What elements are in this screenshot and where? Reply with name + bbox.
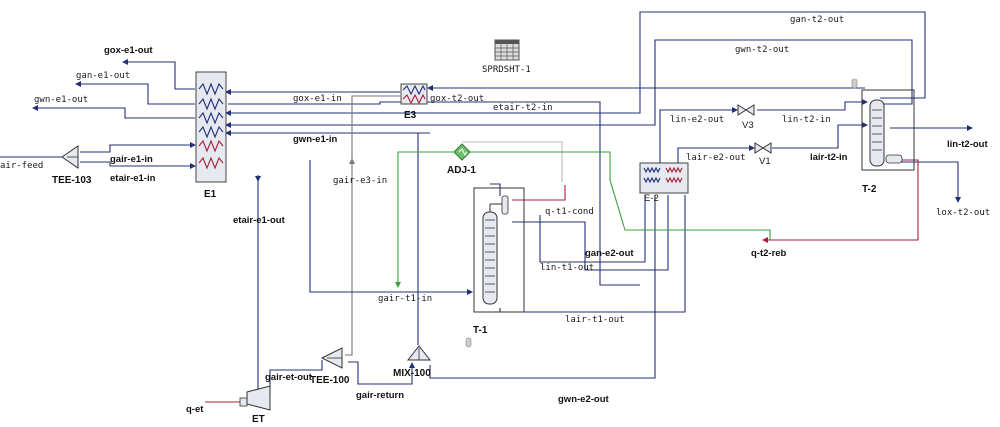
- label-gair-e1-in: gair-e1-in: [110, 154, 153, 165]
- stream-gwn-e1-in[interactable]: [225, 130, 430, 136]
- stream-gair-e1-in[interactable]: [80, 142, 196, 153]
- stream-q-t1-cond[interactable]: [512, 185, 566, 201]
- label-lair-t1-out: lair-t1-out: [565, 315, 625, 325]
- label-gair-return: gair-return: [356, 390, 404, 401]
- stream-etair-t2-in[interactable]: [228, 101, 640, 286]
- label-lin-t1-out: lin-t1-out: [540, 263, 594, 273]
- tee-100[interactable]: [320, 347, 343, 369]
- stream-gwn-e1-out[interactable]: [32, 105, 195, 119]
- label-lox-t2-out: lox-t2-out: [936, 208, 990, 218]
- label-lair-e2-out: lair-e2-out: [686, 153, 746, 163]
- label-etair-e1-in: etair-e1-in: [110, 173, 156, 184]
- label-q-et: q-et: [186, 404, 204, 415]
- label-t1: T-1: [473, 325, 488, 336]
- label-gair-et-out: gair-et-out: [265, 372, 313, 383]
- label-tee-103: TEE-103: [52, 175, 92, 186]
- label-lin-e2-out: lin-e2-out: [670, 115, 724, 125]
- exchanger-e2[interactable]: [639, 162, 689, 194]
- stream-lin-t1-out[interactable]: [512, 195, 669, 271]
- stream-lin-e2-out[interactable]: [659, 107, 738, 163]
- tee-103[interactable]: [61, 145, 79, 169]
- label-q-t2-reb: q-t2-reb: [751, 248, 787, 259]
- stream-lin-t2-out[interactable]: [890, 125, 973, 131]
- stream-lin-t2-in[interactable]: [757, 99, 868, 111]
- mixer-100[interactable]: [406, 345, 432, 361]
- column-t2[interactable]: [861, 89, 915, 171]
- expander-et[interactable]: [239, 385, 271, 411]
- stream-gwn-e2-out[interactable]: [429, 195, 656, 379]
- label-gair-t1-in: gair-t1-in: [378, 294, 432, 304]
- stream-gox-e1-in[interactable]: [225, 89, 400, 95]
- label-gan-t2-out: gan-t2-out: [790, 15, 844, 25]
- valve-v1[interactable]: [754, 142, 772, 154]
- stream-etair-e1-in[interactable]: [80, 161, 196, 169]
- label-lin-t2-in: lin-t2-in: [782, 115, 831, 125]
- label-gan-e1-out: gan-e1-out: [76, 71, 130, 81]
- marker-icon: [465, 78, 858, 348]
- stream-lair-t2-in[interactable]: [772, 122, 868, 149]
- label-q-t1-cond: q-t1-cond: [545, 207, 594, 217]
- label-gwn-e2-out: gwn-e2-out: [558, 394, 609, 405]
- stream-gwn-t2-out[interactable]: [225, 39, 913, 128]
- stream-gan-t2-out[interactable]: [225, 11, 926, 116]
- stream-etair-e1-out[interactable]: [247, 175, 261, 396]
- label-etair-e1-out: etair-e1-out: [233, 215, 286, 226]
- stream-gox-e1-out[interactable]: [122, 59, 195, 90]
- label-air-feed: air-feed: [0, 161, 43, 171]
- label-t2: T-2: [862, 184, 877, 195]
- stream-lox-t2-out[interactable]: [888, 161, 961, 203]
- column-t1[interactable]: [473, 187, 525, 313]
- stream-gan-e1-out[interactable]: [75, 81, 195, 105]
- e1-blue-coils: [198, 82, 224, 170]
- label-tee-100: TEE-100: [310, 375, 350, 386]
- label-gair-e3-in: gair-e3-in: [333, 176, 387, 186]
- label-gox-e1-out: gox-e1-out: [104, 45, 153, 56]
- exchanger-e3[interactable]: [400, 83, 428, 105]
- stream-gair-return[interactable]: [348, 361, 415, 385]
- label-adj-1: ADJ-1: [447, 165, 476, 176]
- stream-lair-e2-out[interactable]: [677, 145, 755, 163]
- stream-gair-e3-in[interactable]: [345, 95, 400, 356]
- label-lair-t2-in: lair-t2-in: [810, 152, 848, 163]
- label-gox-t2-out: gox-t2-out: [430, 94, 484, 104]
- label-v1: V1: [759, 156, 771, 167]
- label-v3: V3: [742, 120, 754, 131]
- stream-gan-e2-out[interactable]: [490, 183, 646, 263]
- label-mix-100: MIX-100: [393, 368, 431, 379]
- label-gwn-t2-out: gwn-t2-out: [735, 45, 789, 55]
- label-e3: E3: [404, 110, 417, 121]
- label-etair-t2-in: etair-t2-in: [493, 103, 553, 113]
- label-gwn-e1-in: gwn-e1-in: [293, 134, 338, 145]
- label-e2: E-2: [644, 193, 659, 204]
- valve-v3[interactable]: [737, 104, 755, 116]
- stream-q-t2-reb[interactable]: [762, 159, 919, 243]
- label-lin-t2-out: lin-t2-out: [947, 139, 988, 150]
- stream-gair-t1-in[interactable]: [309, 133, 473, 345]
- label-sprdsht-1: SPRDSHT-1: [482, 65, 531, 75]
- label-gox-e1-in: gox-e1-in: [293, 94, 342, 104]
- label-gan-e2-out: gan-e2-out: [585, 248, 634, 259]
- label-e1: E1: [204, 189, 217, 200]
- stream-lair-t1-out[interactable]: [499, 195, 686, 313]
- stream-gair-et-out[interactable]: [269, 360, 323, 395]
- spreadsheet-icon[interactable]: [494, 39, 520, 61]
- stream-gox-t2-out[interactable]: [427, 85, 865, 91]
- adj-signal-line: [395, 141, 771, 288]
- label-gwn-e1-out: gwn-e1-out: [34, 95, 88, 105]
- exchanger-e1[interactable]: [195, 71, 227, 183]
- adjust-adj-1[interactable]: [453, 143, 471, 161]
- label-et: ET: [252, 414, 265, 425]
